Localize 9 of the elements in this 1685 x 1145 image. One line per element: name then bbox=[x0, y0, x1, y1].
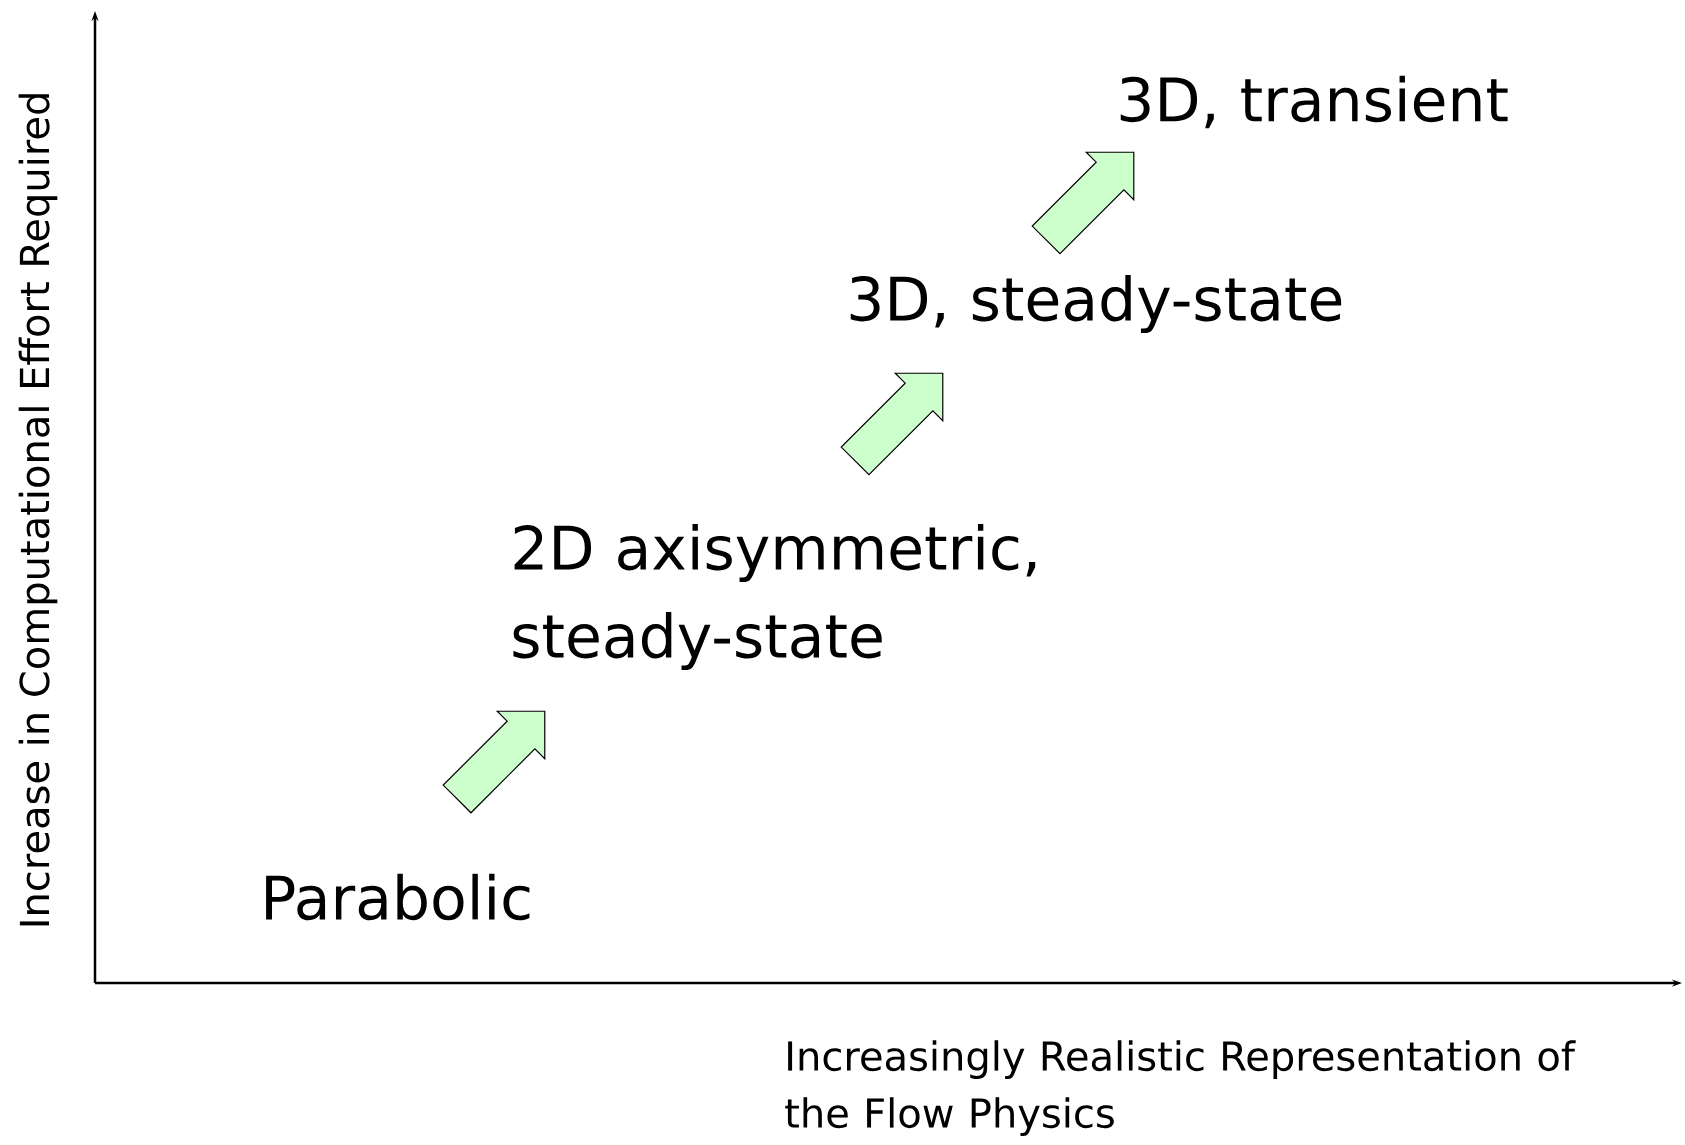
axis-label: Increasingly Realistic Representation of the Flow Physics bbox=[785, 1040, 1576, 1136]
axis-label: Increase in Computational Effort Required bbox=[18, 94, 58, 926]
block-arrow bbox=[442, 710, 546, 814]
stage-text: 3D, steady-state bbox=[850, 274, 1342, 334]
stage-text: Parabolic bbox=[266, 873, 530, 921]
block-arrow bbox=[1031, 151, 1135, 255]
block-arrow bbox=[840, 372, 944, 476]
stage-text: 3D, transient bbox=[1120, 75, 1508, 129]
stage-text: 2D axisymmetric, steady-state bbox=[513, 523, 1036, 671]
